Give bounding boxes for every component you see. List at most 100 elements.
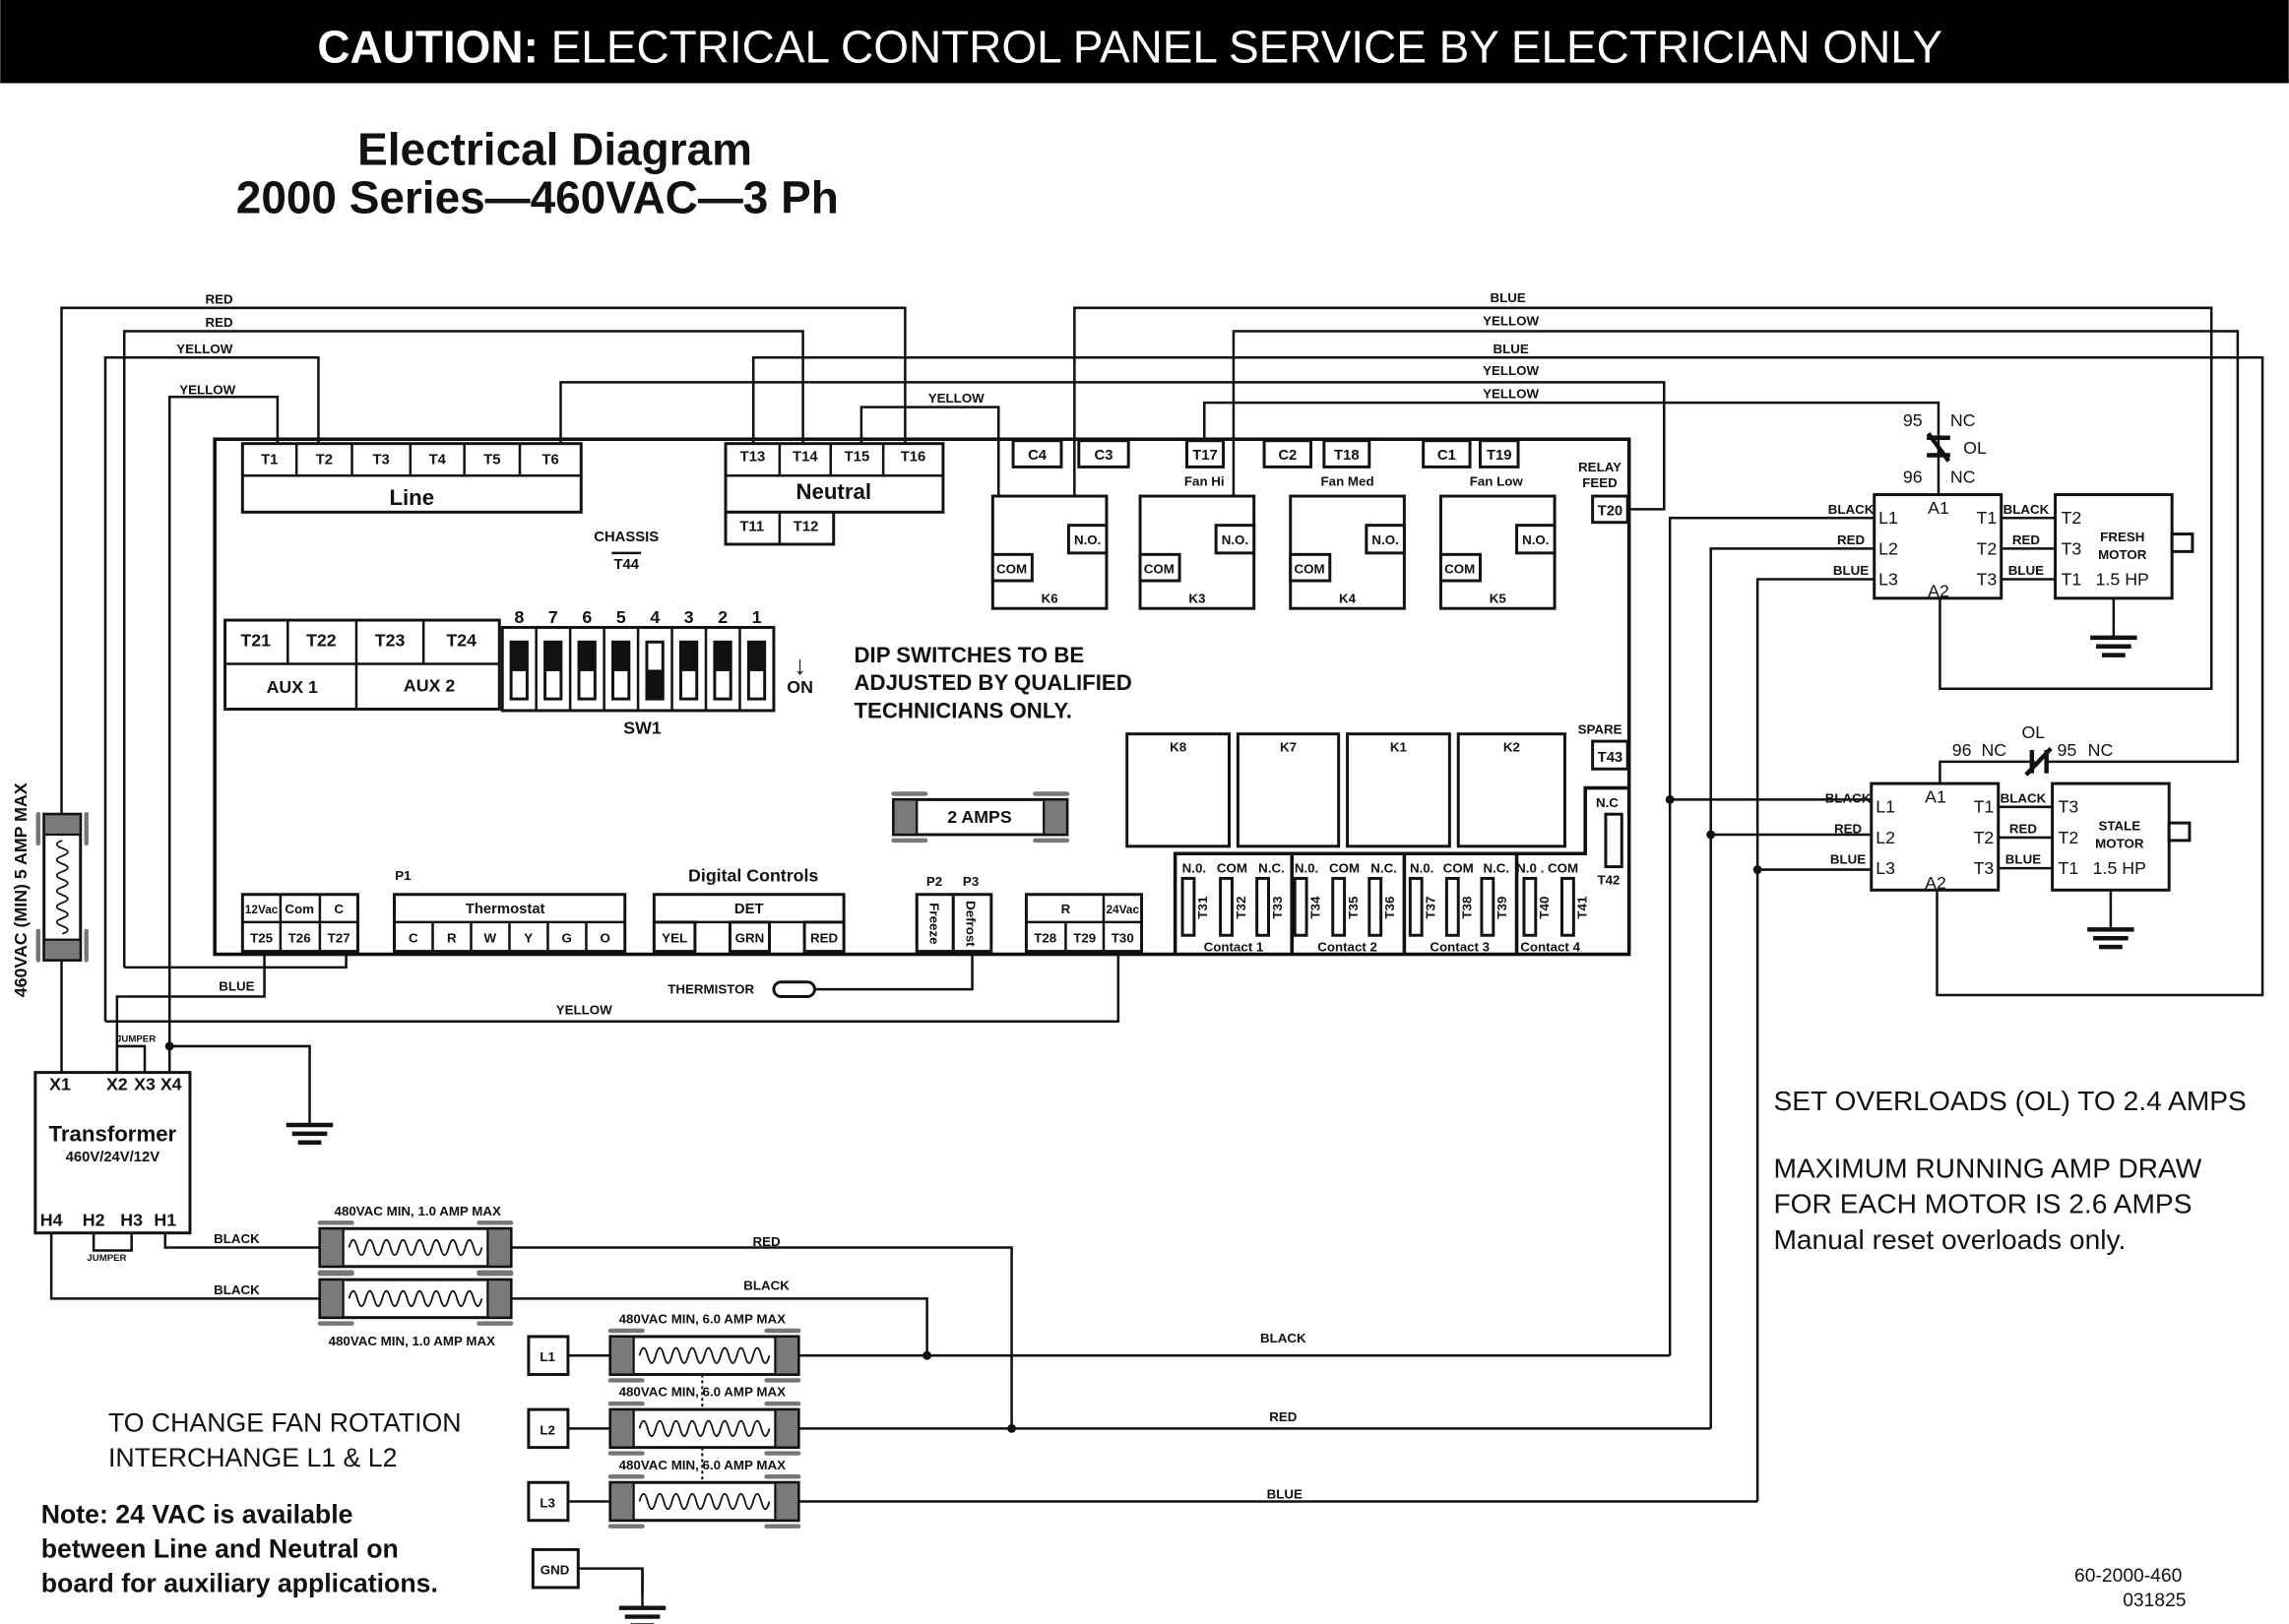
terminal-t13: T13 — [740, 449, 766, 465]
fan-speed-label: Fan Hi — [1184, 474, 1225, 489]
wire-label: RED — [2009, 821, 2038, 836]
dip-switch-5[interactable] — [611, 640, 631, 701]
thermostat-terminal: R — [447, 931, 457, 946]
terminal-t42-slot — [1604, 812, 1623, 869]
wire-label: BLACK — [1825, 790, 1872, 805]
neutral-label: Neutral — [795, 479, 871, 504]
contactor-line-terminal: L2 — [1878, 538, 1898, 558]
connector-t19 — [1478, 439, 1520, 468]
main-fuse-3 — [607, 1474, 801, 1529]
bus-l3 — [1755, 578, 1875, 1502]
control-board — [213, 437, 1631, 957]
arrow-down-icon: ↓ — [794, 651, 806, 680]
caution-label: CAUTION: — [317, 22, 539, 73]
connector-label: C4 — [1028, 448, 1048, 464]
main-fuse-1-cap — [774, 1335, 800, 1376]
dip-switch-7[interactable] — [543, 640, 563, 701]
dip-switch-1[interactable] — [746, 640, 767, 701]
det-terminal — [728, 920, 771, 954]
det-terminal — [802, 920, 846, 954]
input-terminal-label: L1 — [540, 1349, 555, 1364]
dip-note: TECHNICIANS ONLY. — [854, 698, 1071, 722]
contact-terminal-label: T33 — [1270, 897, 1285, 919]
wire-label-black: BLACK — [214, 1282, 260, 1297]
wire-blue-stale-a2 — [751, 355, 2264, 997]
input-terminal-l1 — [527, 1335, 570, 1376]
fuse-element-icon — [348, 1238, 483, 1257]
dip-switch-4[interactable] — [645, 640, 665, 701]
wire-label-yellow: YELLOW — [179, 382, 235, 397]
contact-terminal-slot — [1444, 876, 1460, 937]
motor-name: FRESH — [2100, 530, 2144, 544]
ol-terminal-95: 95 — [2058, 740, 2077, 760]
dip-switch-actuator — [578, 641, 597, 671]
main-fuse-label: 480VAC MIN, 6.0 AMP MAX — [619, 1458, 786, 1472]
fresh-motor-contactor — [1873, 493, 2003, 600]
control-fuse-label: 460VAC (MIN) 5 AMP MAX — [11, 782, 31, 997]
contact-terminal-label: T36 — [1382, 897, 1397, 919]
connector-c3 — [1077, 439, 1130, 468]
dip-switch-actuator — [510, 641, 529, 671]
wire-yellow-t1 — [167, 395, 280, 1073]
contact-terminal-label: T38 — [1460, 897, 1475, 919]
contact-label: Contact 1 — [1204, 940, 1264, 955]
aux-1-label: AUX 1 — [267, 677, 318, 697]
wire-label-black: BLACK — [743, 1279, 790, 1293]
relay-k1 — [1346, 732, 1451, 848]
relay-no-label: N.O. — [1371, 532, 1398, 547]
wire-label: RED — [1834, 821, 1863, 836]
main-fuse-2 — [607, 1401, 801, 1456]
relay-no-terminal — [1066, 524, 1109, 555]
motor-shaft-icon — [2170, 532, 2194, 553]
board-fuse-2-amps-cap — [892, 798, 919, 837]
fan-speed-label: Fan Med — [1321, 474, 1374, 489]
thermistor-label: THERMISTOR — [668, 982, 754, 997]
defrost-label: Defrost — [964, 901, 979, 947]
main-fuse-2-cap — [608, 1407, 635, 1449]
wire-blue-fresh-a2 — [1073, 306, 2213, 690]
main-fuse-2-cap — [774, 1407, 800, 1449]
dip-switch-8[interactable] — [509, 640, 529, 701]
dip-switch-number: 1 — [752, 607, 762, 627]
transformer-fuse-2 — [317, 1271, 514, 1326]
dip-switch-6[interactable] — [577, 640, 597, 701]
transformer-fuse-label: 480VAC MIN, 1.0 AMP MAX — [329, 1334, 495, 1348]
dip-switch-2[interactable] — [713, 640, 732, 701]
control-fuse-5-amp — [35, 812, 89, 963]
transformer-fuse-2-cap — [318, 1279, 345, 1319]
fuse-element-icon — [638, 1346, 771, 1364]
transformer-terminal: X3 — [134, 1074, 156, 1093]
relay-label: K1 — [1390, 739, 1408, 754]
fresh-motor — [2054, 493, 2174, 600]
motor-terminal: T2 — [2059, 828, 2079, 847]
transformer-fuse-2-cap — [486, 1279, 513, 1319]
transformer-terminal: X4 — [160, 1074, 182, 1093]
wire-label-red: RED — [206, 291, 234, 306]
relay-com-label: COM — [996, 562, 1027, 577]
det-terminal — [652, 920, 697, 954]
contact-terminal-label: T34 — [1307, 896, 1322, 919]
ground-terminal — [531, 1547, 580, 1590]
motor-terminal: T2 — [2061, 508, 2081, 528]
motor-terminal: T3 — [2059, 797, 2079, 817]
relay-no-terminal — [1365, 524, 1406, 555]
wire-label-blue: BLUE — [1490, 290, 1525, 305]
dip-switch-actuator — [679, 641, 698, 671]
diagram-subtitle: 2000 Series—460VAC—3 Ph — [236, 171, 839, 222]
wire-yellow-fresh-ol — [1203, 401, 1940, 444]
terminal-t14: T14 — [793, 449, 818, 465]
board-fuse-2-amps-cap — [1043, 798, 1069, 837]
wire-label-black: BLACK — [214, 1231, 260, 1246]
relay-k7 — [1236, 732, 1341, 848]
dip-switch-3[interactable] — [678, 640, 699, 701]
dip-switch-number: 8 — [514, 607, 524, 627]
relay-no-label: N.O. — [1222, 532, 1248, 547]
board-fuse-2-amps — [891, 791, 1070, 843]
wire-label: RED — [1837, 532, 1866, 547]
terminal-label: T20 — [1598, 503, 1623, 519]
wire-label: BLACK — [2003, 502, 2050, 517]
terminal-t5: T5 — [483, 452, 500, 468]
dip-note: DIP SWITCHES TO BE — [854, 643, 1084, 667]
r-label: R — [1061, 902, 1071, 916]
